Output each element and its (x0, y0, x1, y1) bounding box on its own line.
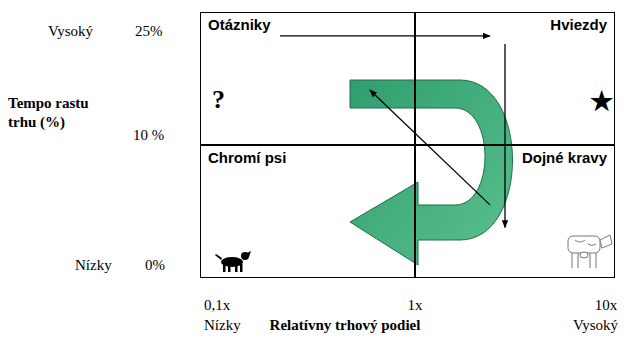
transition-arrow (370, 90, 490, 205)
axis-value: 10x (595, 296, 618, 315)
axis-value: 25% (135, 22, 163, 41)
axis-value: 1x (408, 296, 423, 315)
quadrant-title: Otázniky (206, 16, 273, 34)
dog-icon (215, 251, 251, 272)
quadrant-title: Hviezdy (548, 16, 609, 34)
transition-arrow (280, 35, 490, 36)
quadrant-title: Dojné kravy (520, 149, 609, 167)
lifecycle-arrow (350, 80, 513, 265)
axis-title: Relatívny trhový podiel (270, 316, 421, 335)
axis-value: 10 % (133, 126, 164, 145)
axis-value: 0% (145, 256, 165, 275)
axis-level: Vysoký (573, 316, 618, 335)
axis-level: Nízky (75, 256, 112, 275)
dogs-quadrant: Chromí psi (200, 145, 415, 278)
axis-level: Vysoký (48, 22, 93, 41)
question-symbol: ? (212, 86, 225, 114)
cash-cows-quadrant: Dojné kravy (415, 145, 615, 278)
stars-quadrant: Hviezdy (415, 12, 615, 145)
axis-value: 0,1x (204, 296, 230, 315)
axis-level: Nízky (204, 316, 241, 335)
quadrant-title: Chromí psi (206, 149, 288, 167)
star-symbol: ★ (590, 88, 613, 116)
transition-arrow (504, 44, 505, 228)
question-marks-quadrant: Otázniky (200, 12, 415, 145)
axis-title: Tempo rastu trhu (%) (8, 94, 100, 132)
cow-icon (568, 235, 612, 268)
